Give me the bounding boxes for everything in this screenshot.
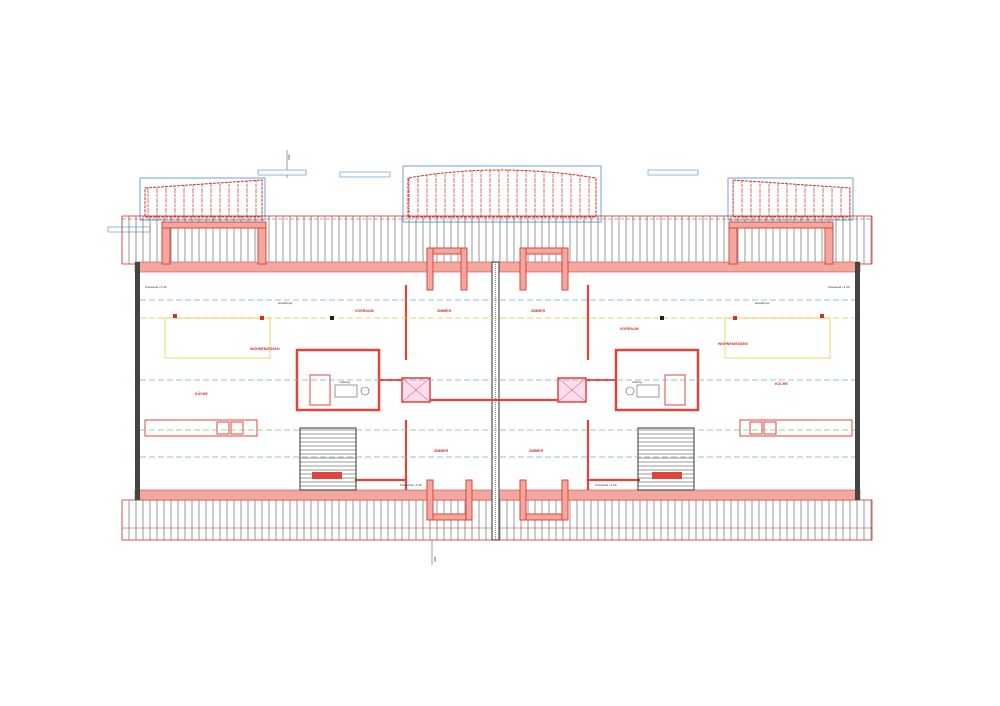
dormer-left: [139, 177, 266, 221]
svg-text:Heizkörper: Heizkörper: [755, 301, 770, 305]
svg-text:Kniewand +1.00: Kniewand +1.00: [595, 483, 617, 487]
heater-markers: [173, 314, 824, 320]
room-label: ZIMMER: [529, 449, 544, 453]
room-label: VORRAUM: [620, 327, 639, 331]
svg-text:Lüftung: Lüftung: [340, 380, 350, 384]
room-labels: WOHNEN/ESSEN KÜCHE VORRAUM ZIMMER ZIMMER…: [145, 285, 850, 487]
room-label: KÜCHE: [195, 391, 208, 396]
room-label: VORRAUM: [355, 309, 374, 313]
room-label: ZIMMER: [437, 309, 452, 313]
room-label: WOHNEN/ESSEN: [718, 342, 748, 346]
svg-text:Heizkörper: Heizkörper: [278, 301, 293, 305]
svg-text:Kniewand +1.00: Kniewand +1.00: [400, 483, 422, 487]
dormer-right: [727, 177, 854, 221]
room-label: KÜCHE: [775, 381, 788, 386]
stairs-left: [299, 427, 357, 491]
dormer-center: [402, 165, 602, 223]
kitchen-counter-right: [739, 419, 853, 437]
svg-text:Kniewand +1.00: Kniewand +1.00: [828, 285, 850, 289]
stairs-right: [637, 427, 695, 491]
gable-wall-right: [855, 262, 860, 500]
svg-text:Kniewand +1.00: Kniewand +1.00: [145, 285, 167, 289]
svg-text:Lüftung: Lüftung: [632, 380, 642, 384]
room-label: ZIMMER: [434, 449, 449, 453]
section-marker-bottom: S09: [431, 540, 437, 565]
gable-wall-left: [135, 262, 140, 500]
svg-text:S09: S09: [433, 556, 437, 562]
svg-text:S09: S09: [287, 154, 291, 160]
dormer-walls: [161, 221, 834, 521]
room-label: WOHNEN/ESSEN: [250, 347, 280, 351]
shafts: [401, 377, 587, 403]
kitchen-counter-left: [144, 419, 258, 437]
room-label: ZIMMER: [531, 309, 546, 313]
